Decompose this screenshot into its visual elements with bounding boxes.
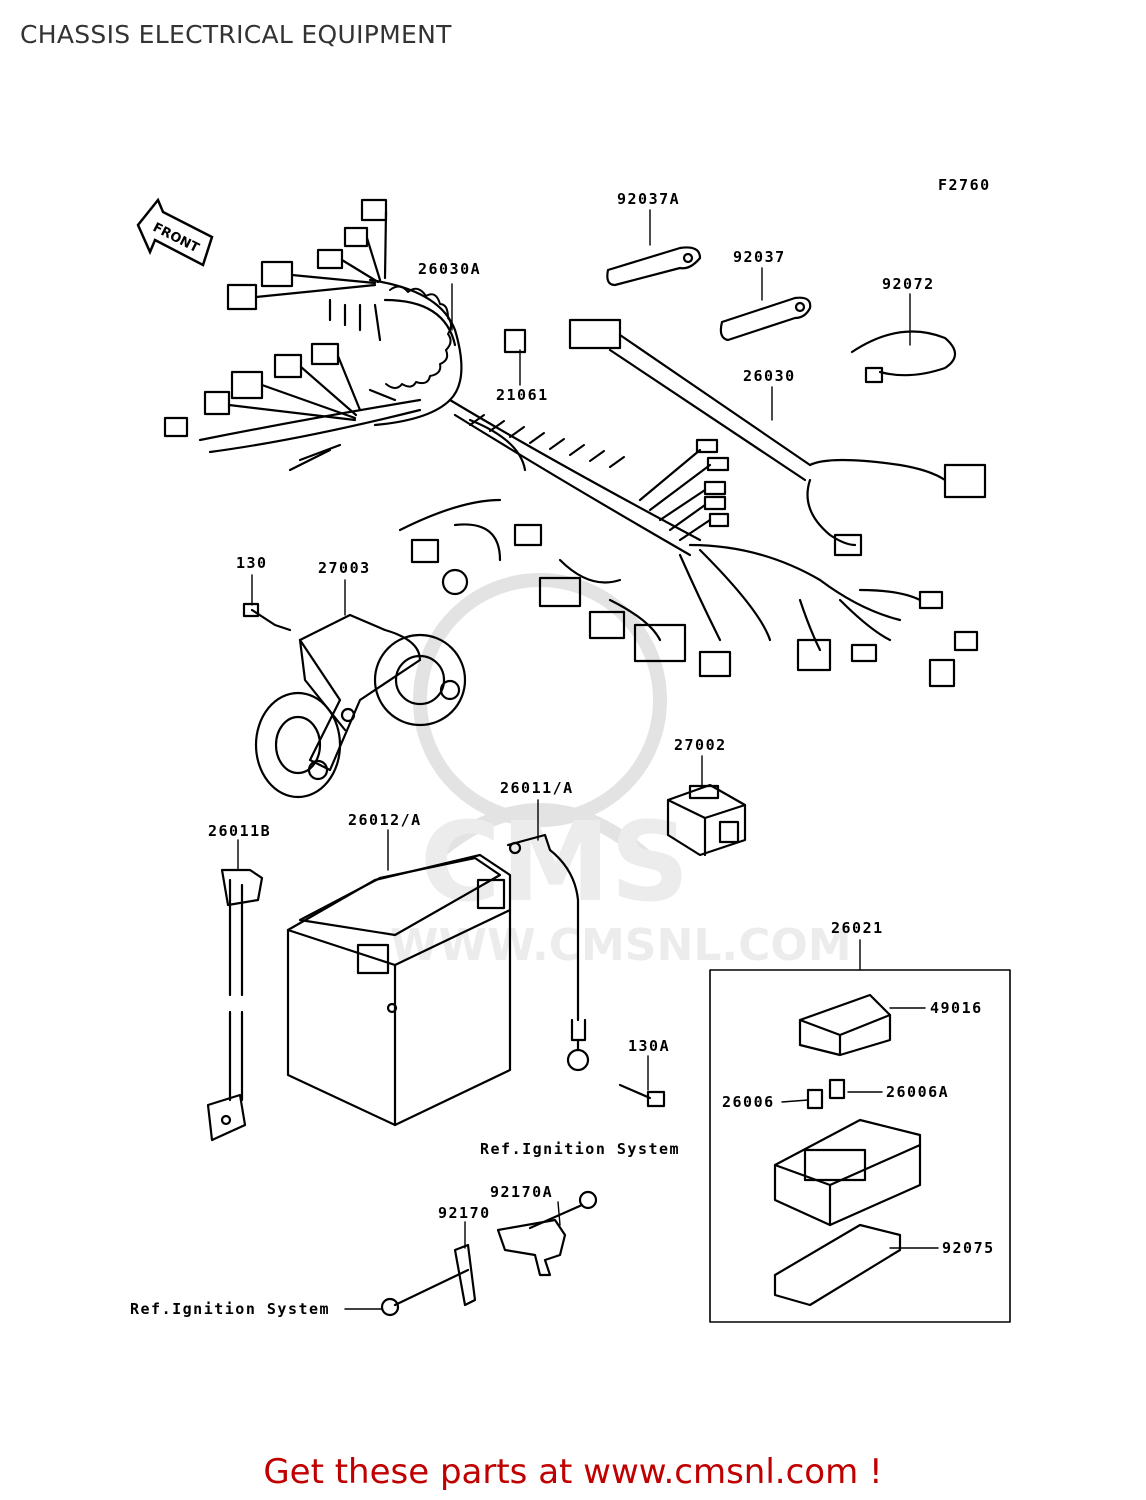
fuse-26006 xyxy=(806,1088,824,1110)
label-27002: 27002 xyxy=(674,736,727,754)
bracket-92170a xyxy=(496,1190,598,1277)
harness-coil-wrap xyxy=(385,285,625,468)
connector-cluster-lower xyxy=(163,342,397,472)
figure-code: F2760 xyxy=(938,176,991,194)
battery-26012a xyxy=(286,853,512,1127)
label-130a: 130A xyxy=(628,1037,670,1055)
band-92037 xyxy=(719,296,812,342)
label-92075: 92075 xyxy=(942,1239,995,1257)
label-26030: 26030 xyxy=(743,367,796,385)
fuse-26006a xyxy=(828,1078,846,1100)
label-26021: 26021 xyxy=(831,919,884,937)
fuse-box-frame-26021 xyxy=(709,969,1011,1323)
bracket-92170 xyxy=(380,1243,477,1317)
label-26012a: 26012/A xyxy=(348,811,422,829)
fuse-box-bottom-92075 xyxy=(773,1223,902,1307)
label-ref-ignition-lower: Ref.Ignition System xyxy=(130,1300,330,1318)
watermark-brand: CMS xyxy=(420,798,689,926)
clip-21061 xyxy=(503,328,527,354)
front-arrow-icon: FRONT xyxy=(136,197,214,267)
leader-lines xyxy=(237,209,939,1310)
part-labels: 92037A 92037 92072 26030A 21061 26030 13… xyxy=(130,190,995,1318)
connector-cluster-upper xyxy=(226,198,388,342)
label-ref-ignition-upper: Ref.Ignition System xyxy=(480,1140,680,1158)
watermark-url: WWW.CMSNL.COM xyxy=(390,920,852,971)
label-26011a: 26011/A xyxy=(500,779,574,797)
relay-27002 xyxy=(666,783,747,857)
band-92037a xyxy=(606,246,702,287)
connector-cluster-right xyxy=(410,438,979,688)
label-92037: 92037 xyxy=(733,248,786,266)
label-92170a: 92170A xyxy=(490,1183,553,1201)
harness-tube-26030 xyxy=(568,318,987,557)
label-92170: 92170 xyxy=(438,1204,491,1222)
label-26006a: 26006A xyxy=(886,1083,949,1101)
exploded-parts-diagram: CMS WWW.CMSNL.COM F2760 FRONT xyxy=(130,176,1011,1323)
main-harness-26030a xyxy=(198,278,922,652)
fuse-box-body xyxy=(773,1118,922,1227)
battery-cable-26011b xyxy=(206,868,264,1142)
bolt-130a xyxy=(618,1083,666,1108)
cable-tie-92072 xyxy=(850,330,957,384)
battery-cable-26011a xyxy=(506,833,590,1072)
label-26011b: 26011B xyxy=(208,822,271,840)
fuse-box-cover-49016 xyxy=(798,993,892,1057)
label-26030a: 26030A xyxy=(418,260,481,278)
get-parts-link[interactable]: Get these parts at www.cmsnl.com ! xyxy=(263,1452,883,1492)
horn-bracket-27003 xyxy=(242,602,467,799)
label-27003: 27003 xyxy=(318,559,371,577)
label-26006: 26006 xyxy=(722,1093,775,1111)
label-92072: 92072 xyxy=(882,275,935,293)
label-130: 130 xyxy=(236,554,268,572)
label-92037a: 92037A xyxy=(617,190,680,208)
label-49016: 49016 xyxy=(930,999,983,1017)
label-21061: 21061 xyxy=(496,386,549,404)
page-title: CHASSIS ELECTRICAL EQUIPMENT xyxy=(20,20,452,49)
